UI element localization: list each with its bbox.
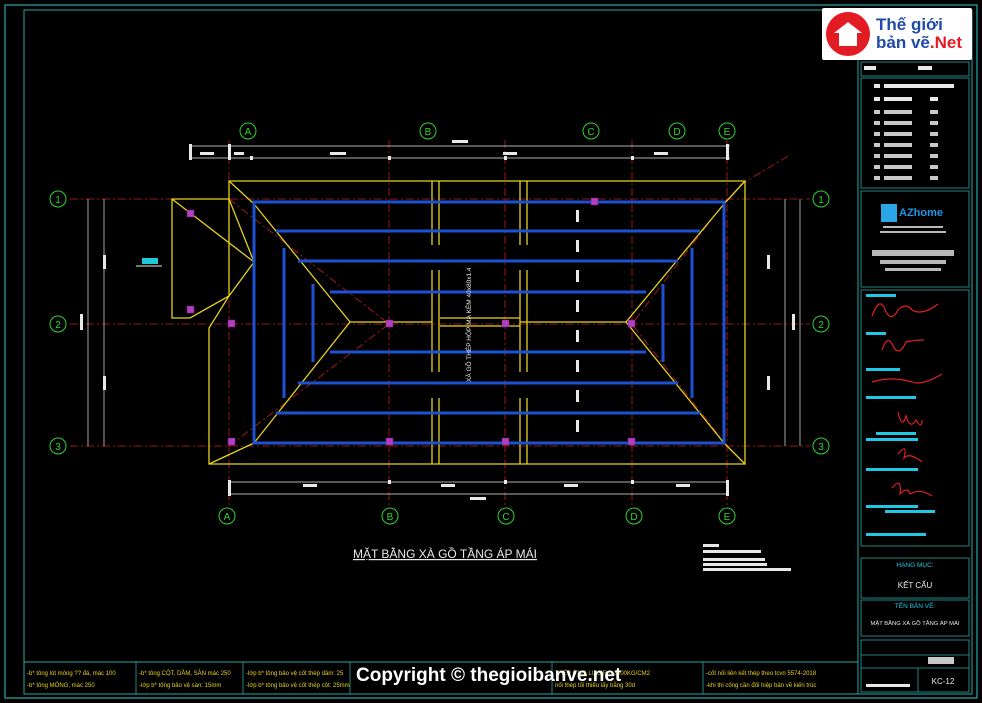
category-label: HẠNG MỤC: [896, 562, 933, 569]
signature [871, 373, 943, 384]
axis-bubble [582, 122, 600, 140]
dimension-lines [87, 145, 801, 495]
dimension-ticks [80, 140, 795, 500]
axis-label: A [224, 512, 231, 523]
note: -cốt nối liên kết thép theo tcvn 5574-20… [706, 671, 817, 677]
axis-bubble [497, 507, 515, 525]
general-notes: -b* tông lót móng ?? đá, mác 100 -b* tôn… [27, 662, 817, 694]
axis-label: C [587, 127, 594, 138]
axis-bubble [812, 437, 830, 455]
axis-label: 2 [818, 320, 824, 331]
axis-label: 1 [818, 195, 824, 206]
site-logo-text: Thế giới bản vẽ.Net [876, 16, 962, 52]
inner-frame [23, 9, 973, 695]
axis-label: E [724, 127, 731, 138]
axis-bubble [49, 190, 67, 208]
axis-label: B [387, 512, 394, 523]
axis-bubble [718, 122, 736, 140]
axis-label: C [502, 512, 509, 523]
roof-outline [171, 180, 746, 465]
level-marker [142, 258, 158, 264]
signature [897, 411, 923, 426]
drawing-name-label: TÊN BẢN VẼ: [895, 601, 936, 610]
drawing-title: MẶT BẰNG XÀ GỒ TẦNG ÁP MÁI [353, 546, 537, 561]
axis-bubble [381, 507, 399, 525]
axis-label: A [245, 127, 252, 138]
signature [871, 303, 939, 318]
axis-bubble [718, 507, 736, 525]
azhome-logo: AZhome [899, 207, 943, 219]
note: -b* tông MÓNG, mác 250 [27, 682, 95, 689]
legend-block [703, 544, 791, 571]
note: -b* tông CỘT, DẦM, SÀN mác 250 [139, 670, 231, 677]
axis-label: 2 [55, 320, 61, 331]
sheet-number: KC-12 [932, 677, 955, 686]
house-icon [826, 12, 870, 56]
rafter-label: XÀ GỒ THÉP HỘP MẠ KẼM 40x80x1.4 [463, 267, 473, 382]
note: -lớp b* tông bảo vệ cốt thép dầm: 25 [246, 671, 344, 677]
axis-label: E [724, 512, 731, 523]
axis-bubbles-left: 1 2 3 [49, 190, 67, 455]
axis-label: D [673, 127, 680, 138]
note: -lớp b* tông bảo vệ cốt thép cột: 25mm [246, 683, 350, 689]
site-logo-line2b: .Net [929, 33, 962, 52]
axis-bubble [49, 437, 67, 455]
axis-label: 1 [55, 195, 61, 206]
site-logo-line1: Thế giới [876, 15, 943, 34]
note: nối thép tối thiểu lấy bằng 30d [555, 682, 635, 689]
outer-frame [4, 4, 978, 699]
axis-bubble [668, 122, 686, 140]
note: THÉP ỨNG LỰC Rs=3500KG/CM2 [555, 670, 651, 677]
signature [897, 448, 923, 463]
axis-bubbles-bottom: A B C D E [218, 507, 736, 525]
purlins [252, 200, 726, 445]
axis-bubble [49, 315, 67, 333]
axis-label: B [425, 127, 432, 138]
site-logo[interactable]: Thế giới bản vẽ.Net [822, 8, 972, 60]
site-logo-line2a: bản vẽ [876, 33, 930, 52]
site-logo-line2: bản vẽ.Net [876, 34, 962, 52]
title-block: AZhome HẠ [860, 61, 970, 693]
signature [891, 482, 933, 497]
axis-label: D [630, 512, 637, 523]
signature [881, 339, 925, 352]
axis-label: 3 [818, 442, 824, 453]
axis-bubbles-right: 1 2 3 [812, 190, 830, 455]
axis-label: 3 [55, 442, 61, 453]
axis-bubble [625, 507, 643, 525]
note: -khi thi công cần đối hiệp bản vẽ kiến t… [706, 683, 816, 689]
drawing-name-value: MẶT BẰNG XÀ GỒ TẦNG ÁP MÁI [871, 619, 960, 627]
axis-bubble [812, 190, 830, 208]
category-value: KẾT CẤU [898, 580, 933, 590]
grid-lines [70, 140, 810, 506]
axis-bubble [812, 315, 830, 333]
axis-bubble [218, 507, 236, 525]
note: -b* tông lót móng ?? đá, mác 100 [27, 671, 116, 677]
axis-bubble [419, 122, 437, 140]
axis-bubbles-top: A B C D E [239, 122, 736, 140]
purple-posts [186, 197, 636, 446]
note: -lớp b* tông bảo vệ sàn: 15mm [139, 683, 221, 689]
axis-bubble [239, 122, 257, 140]
copyright-watermark: Copyright © thegioibanve.net [356, 665, 622, 686]
